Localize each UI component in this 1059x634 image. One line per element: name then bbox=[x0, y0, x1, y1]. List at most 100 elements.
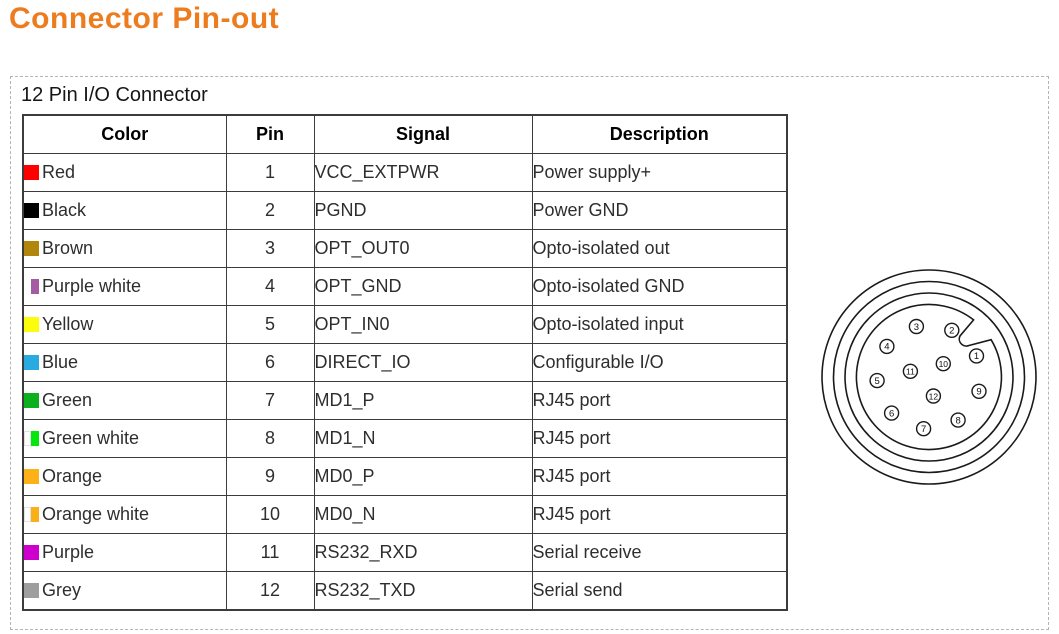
pin-number: 7 bbox=[921, 424, 926, 435]
description-cell: Serial receive bbox=[531, 533, 788, 572]
pin-marker: 6 bbox=[883, 405, 900, 421]
pin-marker: 8 bbox=[950, 412, 966, 428]
connector-ring-outer bbox=[821, 269, 1037, 485]
column-header: Pin bbox=[225, 114, 315, 154]
pin-marker: 4 bbox=[879, 338, 895, 355]
color-cell: Brown bbox=[22, 229, 227, 268]
pin-cell: 6 bbox=[225, 343, 315, 382]
color-swatch bbox=[24, 431, 39, 446]
color-name: Green white bbox=[42, 428, 140, 448]
signal-cell: MD0_N bbox=[313, 495, 533, 534]
color-name: Grey bbox=[42, 580, 82, 600]
description-cell: Opto-isolated input bbox=[531, 305, 788, 344]
pin-number: 4 bbox=[884, 342, 889, 353]
color-name: Red bbox=[42, 162, 76, 182]
pin-number: 11 bbox=[906, 367, 915, 377]
pin-marker: 11 bbox=[902, 363, 919, 380]
signal-cell: MD0_P bbox=[313, 457, 533, 496]
signal-cell: RS232_TXD bbox=[313, 571, 533, 611]
pin-cell: 9 bbox=[225, 457, 315, 496]
pin-number: 1 bbox=[974, 351, 979, 362]
color-cell: Grey bbox=[22, 571, 227, 611]
color-cell: Orange white bbox=[22, 495, 227, 534]
color-name: Orange bbox=[42, 466, 103, 486]
color-cell: Yellow bbox=[22, 305, 227, 344]
color-swatch bbox=[24, 279, 39, 294]
page-title: Connector Pin-out bbox=[9, 2, 280, 35]
pin-marker: 12 bbox=[925, 388, 942, 404]
color-swatch bbox=[24, 469, 39, 484]
column-header: Color bbox=[22, 114, 227, 154]
color-cell: Blue bbox=[22, 343, 227, 382]
signal-cell: RS232_RXD bbox=[313, 533, 533, 572]
pin-cell: 1 bbox=[225, 153, 315, 192]
description-cell: Power GND bbox=[531, 191, 788, 230]
color-swatch bbox=[24, 393, 39, 408]
color-swatch bbox=[24, 241, 39, 256]
color-swatch bbox=[24, 355, 39, 370]
color-name: Yellow bbox=[42, 314, 94, 334]
connector-ring-middle bbox=[832, 280, 1026, 474]
signal-cell: OPT_GND bbox=[313, 267, 533, 306]
pin-number: 12 bbox=[929, 391, 939, 401]
pin-cell: 8 bbox=[225, 419, 315, 458]
pin-marker: 5 bbox=[869, 372, 885, 389]
description-cell: Opto-isolated GND bbox=[531, 267, 788, 306]
color-cell: Purple bbox=[22, 533, 227, 572]
pin-number: 2 bbox=[949, 326, 954, 337]
color-cell: Purple white bbox=[22, 267, 227, 306]
pin-marker: 10 bbox=[935, 355, 952, 372]
color-swatch bbox=[24, 583, 39, 598]
color-cell: Orange bbox=[22, 457, 227, 496]
color-name: Brown bbox=[42, 238, 94, 258]
signal-cell: DIRECT_IO bbox=[313, 343, 533, 382]
signal-cell: OPT_IN0 bbox=[313, 305, 533, 344]
connector-ring-inner bbox=[844, 292, 1014, 462]
color-name: Blue bbox=[42, 352, 79, 372]
color-name: Purple white bbox=[42, 276, 142, 296]
description-cell: Power supply+ bbox=[531, 153, 788, 192]
pin-cell: 12 bbox=[225, 571, 315, 611]
pin-marker: 1 bbox=[968, 348, 985, 364]
color-name: Green bbox=[42, 390, 93, 410]
color-swatch bbox=[24, 545, 39, 560]
description-cell: RJ45 port bbox=[531, 457, 788, 496]
color-name: Purple bbox=[42, 542, 95, 562]
color-swatch bbox=[24, 317, 39, 332]
pin-cell: 2 bbox=[225, 191, 315, 230]
pin-cell: 3 bbox=[225, 229, 315, 268]
section-label: 12 Pin I/O Connector bbox=[21, 84, 208, 106]
description-cell: RJ45 port bbox=[531, 495, 788, 534]
color-cell: Green white bbox=[22, 419, 227, 458]
color-name: Orange white bbox=[42, 504, 150, 524]
signal-cell: PGND bbox=[313, 191, 533, 230]
connector-keyed-face bbox=[855, 303, 1003, 451]
pin-number: 8 bbox=[955, 415, 960, 426]
pin-cell: 7 bbox=[225, 381, 315, 420]
pin-number: 5 bbox=[874, 376, 879, 387]
pin-marker: 7 bbox=[915, 420, 932, 437]
pin-marker: 2 bbox=[944, 322, 960, 339]
pin-cell: 4 bbox=[225, 267, 315, 306]
signal-cell: VCC_EXTPWR bbox=[313, 153, 533, 192]
description-cell: Opto-isolated out bbox=[531, 229, 788, 268]
pin-marker: 9 bbox=[971, 383, 987, 400]
pin-cell: 5 bbox=[225, 305, 315, 344]
pin-number: 3 bbox=[914, 322, 919, 333]
color-swatch bbox=[24, 203, 39, 218]
pin-cell: 11 bbox=[225, 533, 315, 572]
color-cell: Red bbox=[22, 153, 227, 192]
